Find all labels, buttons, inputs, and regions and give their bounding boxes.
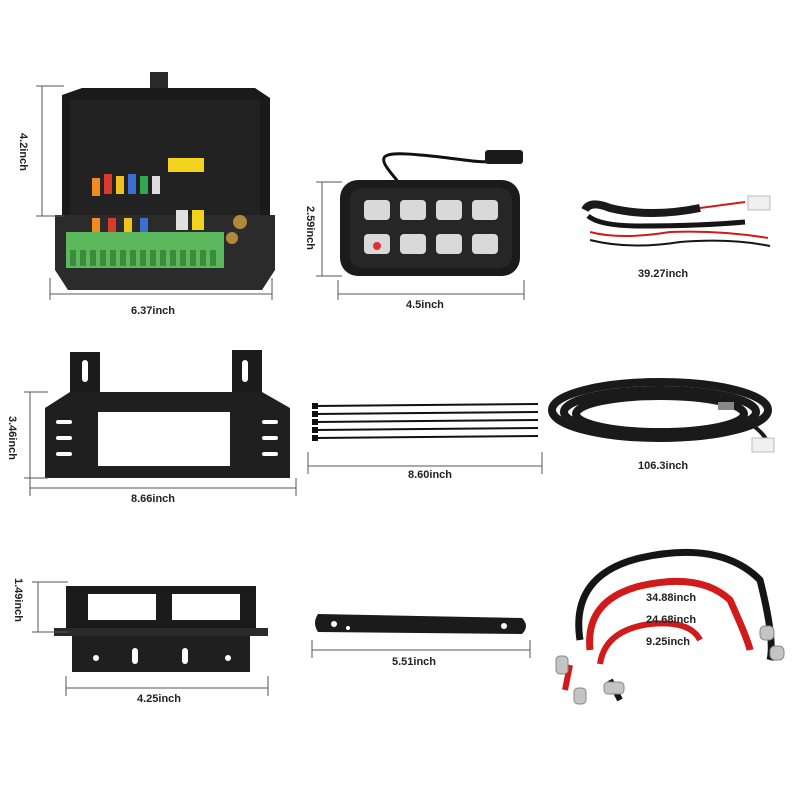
zip-ties-length-label: 8.60inch — [408, 469, 453, 481]
small-bracket-height-label: 1.49inch — [12, 577, 25, 623]
long-harness-connector — [718, 402, 734, 410]
fuse-box-dimensions — [36, 85, 273, 300]
battery-cable-length-label-2: 24.68inch — [646, 614, 697, 626]
zip-ties — [315, 403, 539, 439]
switch-panel-width-label: 4.5inch — [406, 299, 444, 311]
large-bracket — [45, 350, 290, 478]
battery-cables — [562, 548, 775, 702]
large-bracket-width-label: 8.66inch — [131, 493, 176, 505]
cable-terminals — [555, 625, 785, 705]
flat-bar-length-label: 5.51inch — [392, 656, 437, 668]
small-bracket-width-label: 4.25inch — [137, 693, 182, 705]
switch-panel — [340, 150, 523, 276]
small-bracket-dimensions — [32, 581, 269, 696]
flat-bar-dimensions — [311, 640, 531, 658]
zip-tie-heads — [312, 403, 318, 441]
fuse-box-height-label: 4.2inch — [16, 133, 29, 171]
switch-panel-height-label: 2.59inch — [304, 205, 317, 251]
small-bracket — [54, 586, 268, 672]
large-bracket-height-label: 3.46inch — [6, 415, 19, 461]
long-harness — [548, 378, 772, 449]
large-bracket-dimensions — [24, 391, 297, 496]
fuses — [92, 158, 204, 234]
fuse-box — [55, 72, 275, 290]
short-harness — [581, 195, 771, 247]
switch-panel-dimensions — [316, 181, 525, 300]
battery-cable-length-label-1: 34.88inch — [646, 592, 697, 604]
battery-cable-length-label-3: 9.25inch — [646, 636, 691, 648]
long-harness-plug — [751, 437, 775, 453]
long-harness-length-label: 106.3inch — [638, 460, 689, 472]
flat-bar — [315, 614, 526, 634]
fuse-box-width-label: 6.37inch — [131, 305, 176, 317]
zip-ties-dimensions — [307, 452, 543, 474]
short-harness-length-label: 39.27inch — [638, 268, 689, 280]
